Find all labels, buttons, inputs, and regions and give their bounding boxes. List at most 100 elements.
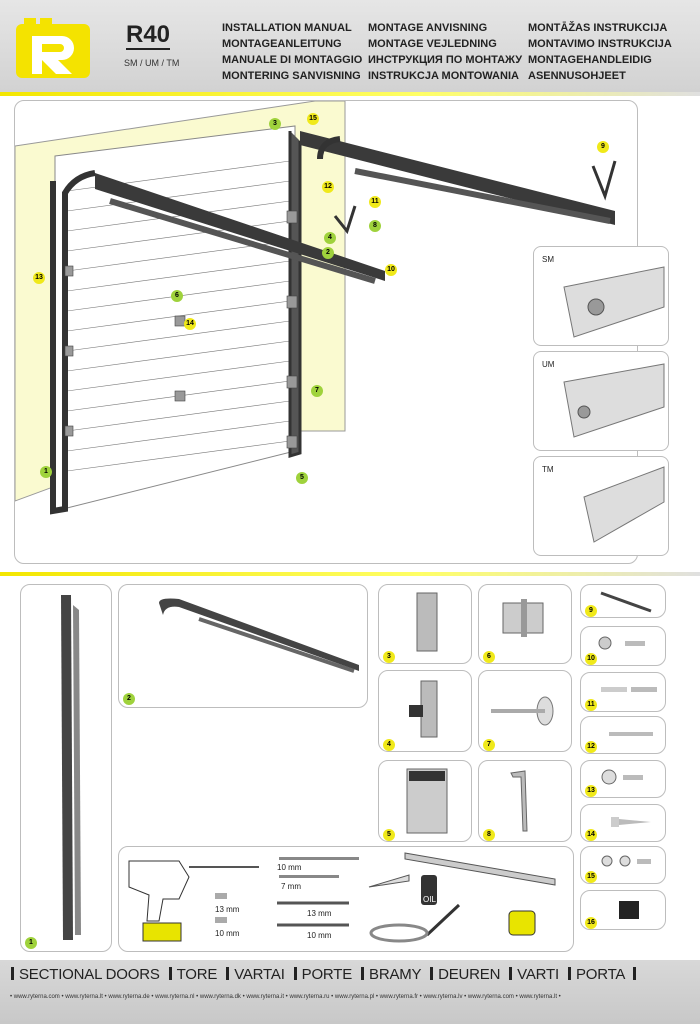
separator	[633, 967, 637, 980]
title-text: ИНСТРУКЦИЯ ПО МОНТАЖУ	[368, 54, 523, 66]
part-label-9: 9	[585, 605, 597, 617]
part-label-2: 2	[123, 693, 135, 705]
ryterna-logo	[16, 18, 90, 78]
track-profile-tm	[583, 466, 665, 543]
part-label-4: 4	[383, 739, 395, 751]
variant-tm-panel: TM	[533, 456, 669, 556]
title-text: MONTAGEANLEITUNG	[222, 38, 342, 50]
part-11-panel: 11	[580, 672, 666, 712]
rubber-block-part	[619, 901, 639, 919]
footer-word: DEUREN	[438, 966, 501, 983]
title-text: MONTAGE VEJLEDNING	[368, 38, 497, 50]
variant-tm-label: TM	[542, 465, 554, 474]
callout-3: 3	[269, 118, 281, 130]
separator	[293, 967, 297, 980]
part-label-14: 14	[585, 829, 597, 841]
oil-can-label: OIL	[423, 895, 436, 904]
bracket-part	[416, 592, 438, 652]
part-16-panel: 16	[580, 890, 666, 930]
variant-sm-panel: SM	[533, 246, 669, 346]
part-label-12: 12	[585, 741, 597, 753]
roller-part	[491, 696, 554, 726]
vertical-track-part	[61, 595, 81, 940]
part-12-panel: 12	[580, 716, 666, 754]
part-label-3: 3	[383, 651, 395, 663]
footer: SECTIONAL DOORS TORE VARTAI PORTE BRAMY …	[0, 960, 700, 1024]
title-column-3: MONTĀŽAS INSTRUKCIJA MONTAVIMO INSTRUKCI…	[528, 20, 672, 84]
part-label-13: 13	[585, 785, 597, 797]
part-6-panel: 6	[478, 584, 572, 664]
callout-12: 12	[322, 181, 334, 193]
part-label-11: 11	[585, 699, 597, 711]
title-text: MONTĀŽAS INSTRUKCIJA	[528, 22, 668, 34]
part-15-panel: 15	[580, 846, 666, 884]
part-10-panel: 10	[580, 626, 666, 666]
title-text: MONTAGEHANDLEIDIG	[528, 54, 652, 66]
separator	[567, 967, 571, 980]
callout-5: 5	[296, 472, 308, 484]
variant-um-panel: UM	[533, 351, 669, 451]
callout-14: 14	[184, 318, 196, 330]
callout-8: 8	[369, 220, 381, 232]
title-text: MONTAVIMO INSTRUKCIJA	[528, 38, 672, 50]
part-label-7: 7	[483, 739, 495, 751]
part-4-panel: 4	[378, 670, 472, 752]
roller-hinge-part	[409, 680, 438, 738]
part-label-8: 8	[483, 829, 495, 841]
callout-9: 9	[597, 141, 609, 153]
callout-11: 11	[369, 196, 381, 208]
part-5-panel: 5	[378, 760, 472, 842]
callout-7: 7	[311, 385, 323, 397]
bolt-nut-part	[598, 636, 645, 650]
title-text: INSTRUKCJA MONTOWANIA	[368, 70, 519, 82]
separator	[509, 967, 513, 980]
part-label-6: 6	[483, 651, 495, 663]
part-13-panel: 13	[580, 760, 666, 798]
footer-word: VARTI	[517, 966, 559, 983]
callout-15: 15	[307, 113, 319, 125]
part-label-10: 10	[585, 653, 597, 665]
callout-10: 10	[385, 264, 397, 276]
bottom-bracket-part	[406, 768, 448, 834]
part-3-panel: 3	[378, 584, 472, 664]
part-2-panel: 2	[118, 584, 368, 708]
wrench-13mm-label: 13 mm	[307, 909, 332, 918]
section-divider	[0, 572, 700, 576]
footer-word: BRAMY	[369, 966, 422, 983]
footer-word: SECTIONAL DOORS	[19, 966, 160, 983]
part-8-panel: 8	[478, 760, 572, 842]
separator	[361, 967, 365, 980]
tools-panel: 10 mm 7 mm 13 mm 10 mm 13 mm 10 mm OIL	[118, 846, 574, 952]
callout-4: 4	[324, 232, 336, 244]
self-tapping-screw-part	[611, 817, 651, 827]
hinge-plate-part	[502, 599, 544, 637]
variant-um-label: UM	[542, 360, 555, 369]
horizontal-track-part	[159, 598, 359, 673]
screw-part	[609, 732, 653, 736]
footer-word: PORTA	[575, 966, 625, 983]
part-7-panel: 7	[478, 670, 572, 752]
footer-word: PORTE	[301, 966, 353, 983]
variant-sm-label: SM	[542, 255, 554, 264]
wrench-10mm-label: 10 mm	[307, 931, 332, 940]
title-column-1: INSTALLATION MANUAL MONTAGEANLEITUNG MAN…	[222, 20, 362, 84]
separator	[226, 967, 230, 980]
header-divider	[0, 92, 700, 96]
part-label-16: 16	[585, 917, 597, 929]
title-text: MANUALE DI MONTAGGIO	[222, 54, 363, 66]
socket-10mm-label: 10 mm	[215, 929, 240, 938]
tools-drawing	[128, 852, 556, 943]
model-variants: SM / UM / TM	[124, 58, 180, 68]
nut-washer-part	[601, 855, 651, 867]
header: R40 SM / UM / TM INSTALLATION MANUAL MON…	[0, 0, 700, 92]
callout-2: 2	[322, 247, 334, 259]
drill-bit-10mm-label: 10 mm	[277, 863, 302, 872]
title-text: ASENNUSOHJEET	[528, 70, 626, 82]
socket-13mm-label: 13 mm	[215, 905, 240, 914]
anchor-screw-part	[601, 687, 657, 692]
installation-diagram-panel: 1 2 3 4 5 6 7 8 9 10 11 12 13 14 15 SM U…	[14, 100, 669, 564]
washer-bolt-part	[601, 769, 643, 785]
footer-word: TORE	[176, 966, 218, 983]
part-1-panel: 1	[20, 584, 112, 952]
part-14-panel: 14	[580, 804, 666, 842]
